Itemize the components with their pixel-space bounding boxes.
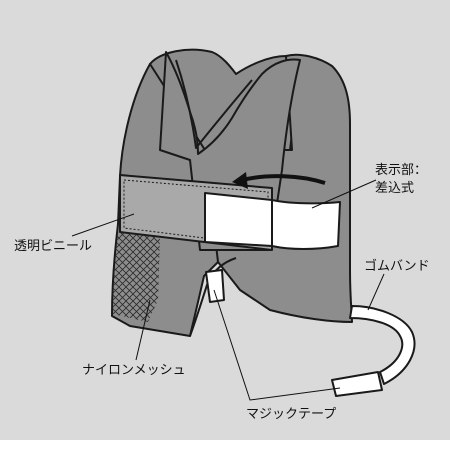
vinyl-stitching [123, 179, 269, 247]
label-rubber-band: ゴムバンド [364, 258, 430, 274]
display-part-leader [311, 179, 377, 209]
nylon-mesh-leader [135, 299, 151, 361]
label-velcro-tape: マジックテープ [246, 407, 336, 422]
insert-direction-arrowhead [232, 172, 248, 189]
insert-card [204, 192, 273, 247]
label-clear-vinyl: 透明ビニール [14, 239, 92, 254]
label-display-part-line2: 差込式 [375, 181, 414, 196]
clear-vinyl-leader [71, 213, 135, 237]
v-neck [175, 59, 253, 149]
rubber-band-strap [349, 305, 416, 385]
label-display-part-line1: 表示部： [375, 163, 427, 178]
insert-direction-arrow [241, 174, 326, 185]
strap-velcro-tab [331, 371, 383, 397]
insert-card-extension [271, 199, 341, 250]
nylon-mesh-panel [113, 232, 160, 322]
rubber-band-leader [367, 273, 385, 311]
velcro-tab-on-vest [205, 269, 225, 303]
label-nylon-mesh: ナイロンメッシュ [82, 363, 186, 378]
velcro-tape-leader [213, 289, 341, 401]
